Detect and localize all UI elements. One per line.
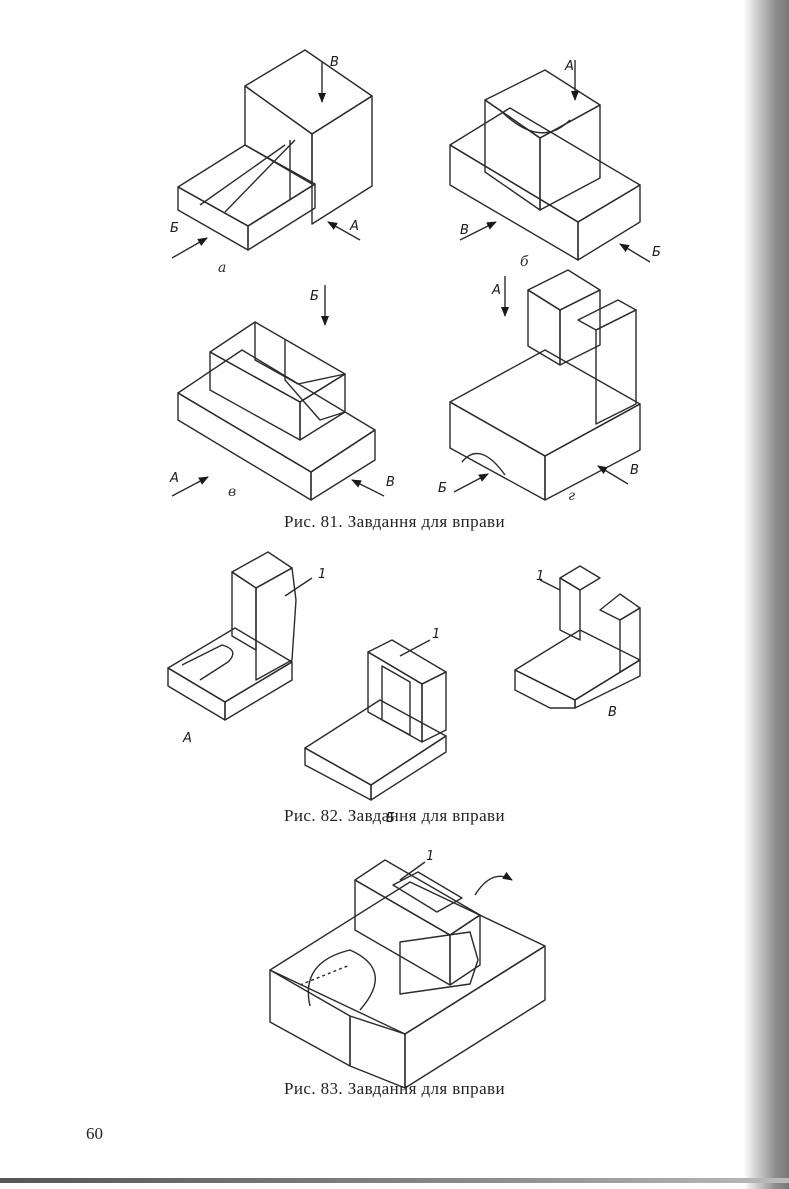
- fig82-b-label: Б: [386, 811, 395, 826]
- fig82-v-drawing: [514, 565, 641, 709]
- fig82-a-callout: 1: [318, 567, 326, 582]
- fig81-b-sublabel: б: [520, 254, 529, 270]
- fig81-b-arrow-label: В: [460, 223, 469, 238]
- fig81-g-arrow-label: В: [630, 463, 639, 478]
- fig82-b-callout: 1: [432, 627, 440, 642]
- fig81-a-arrow-label: А: [349, 219, 359, 234]
- fig83-callout: 1: [426, 849, 434, 864]
- fig82-b-drawing: [304, 639, 447, 801]
- page-bottom-edge: [0, 1178, 789, 1183]
- fig82-v-callout: 1: [536, 569, 544, 584]
- fig82-v-label: В: [608, 705, 617, 720]
- fig81-g-arrow-label: А: [491, 283, 501, 298]
- fig81-v-arrow-label: А: [169, 471, 179, 486]
- fig81-v-arrow-label: Б: [310, 289, 319, 304]
- fig81-v-drawing: [171, 285, 385, 501]
- fig81-g-sublabel: г: [568, 488, 575, 504]
- fig82-a-label: А: [182, 731, 192, 746]
- fig81-v-sublabel: в: [228, 484, 236, 500]
- fig82-a-drawing: [167, 551, 313, 721]
- fig81-a-arrow-label: В: [330, 55, 339, 70]
- book-gutter-shadow: [743, 0, 789, 1189]
- fig81-a-drawing: [171, 49, 373, 259]
- fig81-b-drawing: [449, 60, 651, 263]
- fig81-b-arrow-label: Б: [652, 245, 661, 260]
- fig81-g-arrow-label: Б: [438, 481, 447, 496]
- page-number: 60: [86, 1124, 103, 1143]
- fig81-a-sublabel: а: [218, 260, 226, 276]
- fig83-drawing: [269, 859, 546, 1089]
- fig81-caption: Рис. 81. Завдання для вправи: [284, 512, 505, 531]
- fig82-caption: Рис. 82. Завдання для вправи: [284, 806, 505, 825]
- fig83-caption: Рис. 83. Завдання для вправи: [284, 1079, 505, 1098]
- fig81-v-arrow-label: В: [386, 475, 395, 490]
- fig81-g-drawing: [449, 269, 641, 501]
- fig81-a-arrow-label: Б: [170, 221, 179, 236]
- fig81-b-arrow-label: А: [564, 59, 574, 74]
